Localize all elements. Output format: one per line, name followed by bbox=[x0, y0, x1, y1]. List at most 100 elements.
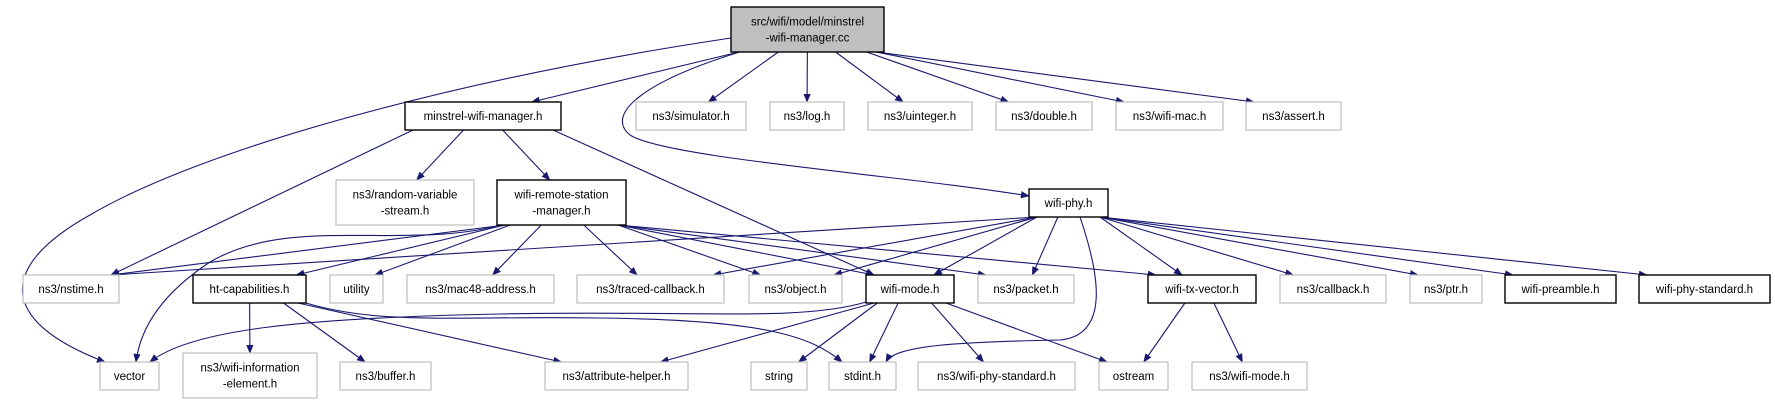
node-label: ns3/random-variable bbox=[353, 190, 458, 202]
edge-minstrel-to-nstime bbox=[110, 129, 414, 276]
node-box bbox=[1638, 274, 1771, 304]
node-ns3mode: ns3/wifi-mode.h bbox=[1191, 361, 1308, 391]
node-box bbox=[730, 6, 885, 53]
node-label: ns3/object.h bbox=[764, 284, 826, 296]
node-box bbox=[1115, 101, 1224, 131]
node-box bbox=[1245, 101, 1342, 131]
node-wifimode[interactable]: wifi-mode.h bbox=[865, 274, 955, 304]
node-box bbox=[496, 179, 627, 226]
edge-wifiphy-to-wifimode bbox=[932, 216, 1038, 276]
edge-wifiphy-to-ptr bbox=[1099, 216, 1419, 278]
edge-wifimode-to-ostream bbox=[945, 302, 1108, 363]
node-buffer: ns3/buffer.h bbox=[339, 361, 432, 391]
node-label: vector bbox=[114, 371, 145, 383]
node-ostream: ostream bbox=[1098, 361, 1169, 391]
node-box bbox=[750, 361, 808, 391]
node-stdint: stdint.h bbox=[828, 361, 897, 391]
node-label: ns3/nstime.h bbox=[38, 284, 103, 296]
edge-minstrel-to-wifimode bbox=[552, 129, 875, 276]
edge-wrsm-to-htcap bbox=[295, 224, 506, 277]
node-txvector[interactable]: wifi-tx-vector.h bbox=[1147, 274, 1257, 304]
node-box bbox=[867, 101, 973, 131]
node-htcap[interactable]: ht-capabilities.h bbox=[192, 274, 307, 304]
nodes-layer: src/wifi/model/minstrel-wifi-manager.cc m… bbox=[22, 6, 1771, 399]
node-label: ht-capabilities.h bbox=[210, 284, 290, 296]
node-label: wifi-preamble.h bbox=[1521, 284, 1600, 296]
edge-root-to-vector bbox=[21, 37, 732, 363]
edges-layer bbox=[21, 37, 1648, 364]
node-wifiphy[interactable]: wifi-phy.h bbox=[1028, 188, 1109, 218]
node-box bbox=[1028, 188, 1109, 218]
node-label: ns3/double.h bbox=[1011, 111, 1077, 123]
node-label: ns3/packet.h bbox=[993, 284, 1058, 296]
node-attr: ns3/attribute-helper.h bbox=[544, 361, 689, 391]
node-box bbox=[977, 274, 1075, 304]
node-label: ns3/traced-callback.h bbox=[596, 284, 705, 296]
node-assert: ns3/assert.h bbox=[1245, 101, 1342, 131]
edge-wifiphy-to-preamble bbox=[1099, 216, 1514, 278]
edge-wifiphy-to-txvector bbox=[1099, 216, 1183, 276]
node-label: wifi-phy.h bbox=[1044, 198, 1093, 210]
node-box bbox=[576, 274, 725, 304]
edge-wifiphy-to-callback bbox=[1099, 216, 1295, 277]
node-box bbox=[329, 274, 384, 304]
edge-wifiphy-to-packet bbox=[1031, 216, 1059, 276]
edge-root-to-wifiphy bbox=[621, 45, 1030, 199]
edge-wifiphy-to-object bbox=[833, 216, 1038, 277]
node-box bbox=[22, 274, 120, 304]
node-box bbox=[339, 361, 432, 391]
node-object: ns3/object.h bbox=[748, 274, 843, 304]
edge-wifiphy-to-phystd bbox=[1099, 216, 1648, 278]
node-rvs: ns3/random-variable -stream.h bbox=[335, 179, 475, 226]
node-label: ns3/mac48-address.h bbox=[425, 284, 536, 296]
edge-root-to-wifimac bbox=[875, 51, 1125, 104]
node-box bbox=[192, 274, 307, 304]
node-label: ns3/attribute-helper.h bbox=[562, 371, 670, 383]
node-callback: ns3/callback.h bbox=[1279, 274, 1387, 304]
node-label: -wifi-manager.cc bbox=[766, 33, 850, 45]
edge-wrsm-to-utility bbox=[374, 224, 511, 276]
edge-htcap-to-attr bbox=[297, 302, 563, 364]
node-label: wifi-tx-vector.h bbox=[1164, 284, 1239, 296]
edge-root-to-simulator bbox=[707, 51, 779, 103]
edge-htcap-to-stdint bbox=[305, 302, 843, 363]
edge-minstrel-to-wrsm bbox=[502, 129, 551, 181]
node-box bbox=[865, 274, 955, 304]
node-traced: ns3/traced-callback.h bbox=[576, 274, 725, 304]
edge-wrsm-to-traced bbox=[583, 224, 638, 276]
node-label: ns3/log.h bbox=[784, 111, 831, 123]
edge-txvector-to-ostream bbox=[1143, 302, 1186, 363]
edge-wifimode-to-vector bbox=[149, 301, 867, 363]
edge-minstrel-to-rvs bbox=[416, 129, 464, 181]
node-label: -stream.h bbox=[381, 206, 430, 218]
edge-wifiphy-to-nstime bbox=[110, 216, 1038, 279]
node-box bbox=[1147, 274, 1257, 304]
node-wrsm[interactable]: wifi-remote-station -manager.h bbox=[496, 179, 627, 226]
node-box bbox=[1279, 274, 1387, 304]
node-box bbox=[995, 101, 1093, 131]
edge-root-to-minstrel bbox=[530, 51, 740, 104]
edge-wifimode-to-string bbox=[797, 302, 878, 363]
node-minstrel[interactable]: minstrel-wifi-manager.h bbox=[404, 101, 562, 131]
node-label: wifi-mode.h bbox=[880, 284, 940, 296]
node-label: wifi-remote-station bbox=[514, 190, 609, 202]
node-ns3phystd: ns3/wifi-phy-standard.h bbox=[917, 361, 1076, 391]
node-label: ns3/ptr.h bbox=[1424, 284, 1468, 296]
node-box bbox=[769, 101, 845, 131]
node-label: ns3/uinteger.h bbox=[884, 111, 956, 123]
node-preamble[interactable]: wifi-preamble.h bbox=[1504, 274, 1617, 304]
node-ptr: ns3/ptr.h bbox=[1409, 274, 1483, 304]
edge-root-to-double bbox=[866, 51, 1010, 103]
node-phystd[interactable]: wifi-phy-standard.h bbox=[1638, 274, 1771, 304]
node-label: utility bbox=[343, 284, 369, 296]
edge-wrsm-to-nstime bbox=[110, 224, 506, 278]
node-wie: ns3/wifi-information-element.h bbox=[182, 352, 318, 399]
node-box bbox=[1098, 361, 1169, 391]
node-uinteger: ns3/uinteger.h bbox=[867, 101, 973, 131]
node-box bbox=[406, 274, 555, 304]
edge-wifimode-to-stdint bbox=[869, 302, 899, 363]
node-box bbox=[1191, 361, 1308, 391]
node-label: -manager.h bbox=[532, 206, 590, 218]
edge-wrsm-to-wifimode bbox=[617, 224, 875, 277]
node-root[interactable]: src/wifi/model/minstrel-wifi-manager.cc bbox=[730, 6, 885, 53]
